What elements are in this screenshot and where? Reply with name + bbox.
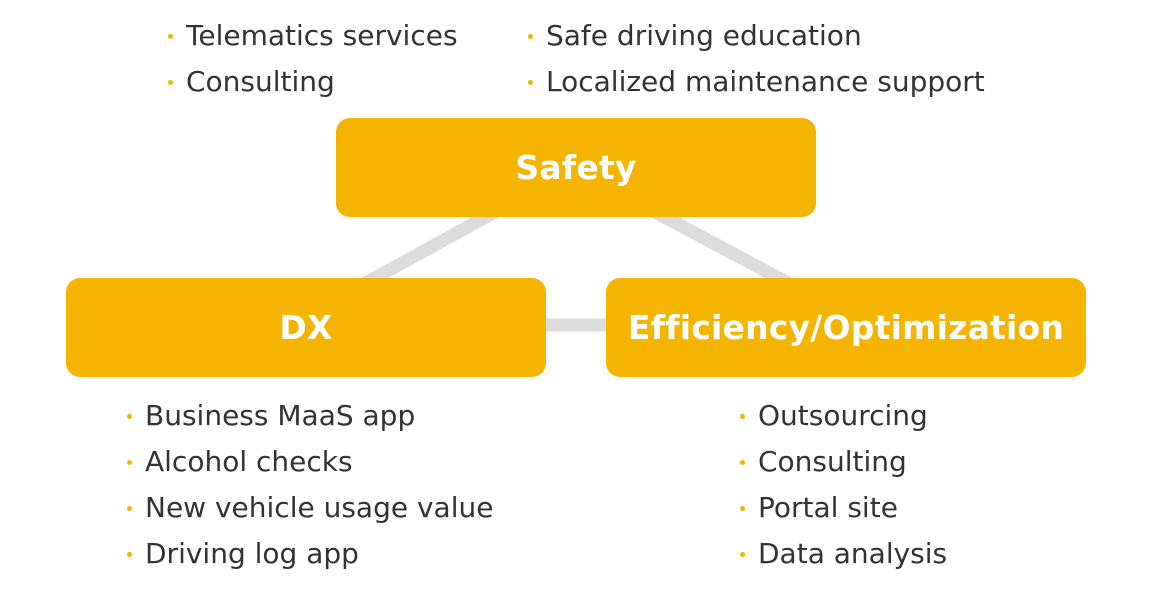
item-text: Localized maintenance support [546,65,985,98]
bullet-dot [740,505,745,511]
node-safety: Safety [336,118,816,217]
list-item: Consulting [168,59,458,105]
bullet-dot [127,551,132,557]
item-text: Data analysis [758,537,948,570]
list-item: Driving log app [127,531,493,577]
connector-safety-dx [358,206,499,291]
item-text: Safe driving education [546,19,862,52]
bullet-dot [528,79,533,85]
list-item: Telematics services [168,13,458,59]
item-text: Telematics services [186,19,458,52]
bullet-dot [168,33,173,39]
list-item: Localized maintenance support [528,59,985,105]
bullet-dot [127,413,132,419]
item-text: Business MaaS app [145,399,416,432]
list-item: Portal site [740,485,947,531]
list-item: Outsourcing [740,393,947,439]
list-item: New vehicle usage value [127,485,493,531]
list-item: Data analysis [740,531,947,577]
bullet-dot [528,33,533,39]
node-dx: DX [66,278,546,377]
bullet-dot [127,459,132,465]
node-label: DX [279,308,333,347]
efficiency-items: Outsourcing Consulting Portal site Data … [740,393,947,577]
item-text: Alcohol checks [145,445,353,478]
list-item: Safe driving education [528,13,985,59]
item-text: New vehicle usage value [145,491,494,524]
list-item: Consulting [740,439,947,485]
bullet-dot [127,505,132,511]
list-item: Business MaaS app [127,393,493,439]
bullet-dot [740,551,745,557]
bullet-dot [740,459,745,465]
safety-items-right: Safe driving education Localized mainten… [528,13,985,105]
safety-items-left: Telematics services Consulting [168,13,458,105]
node-efficiency: Efficiency/Optimization [606,278,1086,377]
item-text: Consulting [758,445,907,478]
node-label: Safety [515,148,637,187]
connector-safety-efficiency [651,206,796,291]
item-text: Portal site [758,491,898,524]
item-text: Outsourcing [758,399,928,432]
bullet-dot [168,79,173,85]
item-text: Driving log app [145,537,359,570]
node-label: Efficiency/Optimization [627,308,1065,347]
dx-items: Business MaaS app Alcohol checks New veh… [127,393,493,577]
item-text: Consulting [186,65,335,98]
list-item: Alcohol checks [127,439,493,485]
bullet-dot [740,413,745,419]
